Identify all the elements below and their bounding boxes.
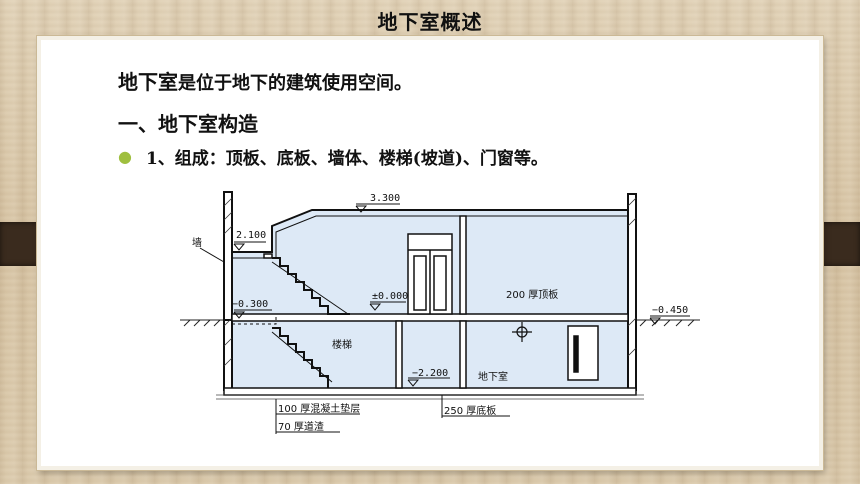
ground-hatch-left xyxy=(180,319,224,327)
label-elev-floor: ±0.000 xyxy=(372,291,408,302)
intro-definition: 是位于地下的建筑使用空间。 xyxy=(178,73,412,94)
ground-hatch-right xyxy=(636,319,700,327)
door xyxy=(407,233,453,315)
label-elev-top: 3.300 xyxy=(370,193,400,204)
base-slab xyxy=(223,387,637,396)
label-elev-basement: −2.200 xyxy=(412,368,448,379)
intro-term: 地下室 xyxy=(118,70,178,94)
wall-hatch-left xyxy=(223,197,233,367)
leader-lines xyxy=(275,395,510,434)
label-cushion: 100 厚混凝土垫层 xyxy=(278,402,360,415)
basement-door xyxy=(567,325,599,381)
bullet-text: 1、组成：顶板、底板、墙体、楼梯(坡道)、门窗等。 xyxy=(145,149,548,169)
slide-title: 地下室概述 xyxy=(377,10,483,34)
elevation-markers xyxy=(199,203,690,387)
intro-line: 地下室是位于地下的建筑使用空间。 xyxy=(118,66,412,95)
wall-hatch-right xyxy=(627,197,637,357)
interior-walls xyxy=(263,215,467,389)
label-wall: 墙 xyxy=(192,236,202,249)
light-fixture-icon xyxy=(512,322,532,342)
label-elev-right: −0.450 xyxy=(652,305,688,316)
label-basement: 地下室 xyxy=(478,370,508,383)
label-ballast: 70 厚道渣 xyxy=(278,420,324,433)
label-base-slab: 250 厚底板 xyxy=(444,404,496,417)
foundation-hatch xyxy=(216,394,644,400)
roof-profile xyxy=(232,209,628,259)
roof-slab xyxy=(231,313,629,322)
label-elev-left-upper: 2.100 xyxy=(236,230,266,241)
content-panel xyxy=(37,36,823,470)
basement-section-diagram: 3.300 2.100 墙 −0.300 ±0.000 −0.450 200 厚… xyxy=(180,191,700,434)
basement-fill xyxy=(228,320,634,388)
label-elev-left-lower: −0.300 xyxy=(232,299,268,310)
section-heading: 一、地下室构造 xyxy=(118,112,258,136)
label-stairs: 楼梯 xyxy=(332,338,352,351)
lower-stairs xyxy=(272,327,329,388)
dashed-landing xyxy=(232,313,330,325)
label-roof-slab: 200 厚顶板 xyxy=(506,288,558,301)
upper-stairs xyxy=(272,257,350,315)
bullet-dot-icon: ● xyxy=(118,147,132,166)
bullet-item: ● 1、组成：顶板、底板、墙体、楼梯(坡道)、门窗等。 xyxy=(118,144,548,169)
